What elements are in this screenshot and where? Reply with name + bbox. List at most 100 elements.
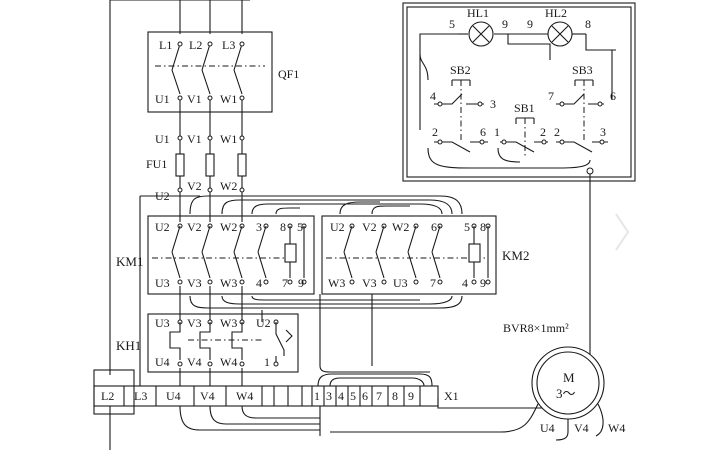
qf1-top-l2: L2 (189, 38, 202, 52)
kh1-bottom-u4: U4 (155, 355, 170, 369)
km1-bottom-7: 7 (282, 276, 288, 290)
contactor-cross-wiring (189, 195, 463, 309)
km2-bottom-7: 7 (430, 276, 436, 290)
km1-bottom-4: 4 (256, 276, 262, 290)
lamp-hl1-label: HL1 (467, 6, 489, 20)
km1-top-u2: U2 (155, 220, 170, 234)
terminal-5: 5 (350, 389, 356, 403)
km1-top-w2: W2 (220, 220, 237, 234)
breaker-qf1: L1 L2 L3 U1 V1 W1 QF1 (147, 31, 299, 113)
terminal-l3: L3 (134, 389, 147, 403)
sb3-node-6: 6 (610, 89, 616, 103)
motor-m: M 3～ U4 V4 W4 (330, 346, 625, 441)
kh1-bottom-w4: W4 (220, 355, 237, 369)
contactor-km1: U2 V2 W2 3 8 5 U3 V3 W3 4 7 9 KM1 (116, 215, 315, 295)
sb2-node-3: 3 (490, 97, 496, 111)
sb1-node-2: 2 (540, 125, 546, 139)
km1-top-v2: V2 (187, 220, 202, 234)
motor-name: M (563, 370, 575, 385)
lamp-node-9b: 9 (527, 17, 533, 31)
km2-bottom-v3: V3 (362, 276, 377, 290)
sb1-node-1: 1 (494, 125, 500, 139)
kh1-label: KH1 (116, 338, 141, 353)
kh1-top-u2: U2 (256, 316, 271, 330)
km2-top-6: 6 (431, 220, 437, 234)
km2-label: KM2 (502, 248, 529, 263)
km1-top-8: 8 (280, 220, 286, 234)
motor-lead-v4: V4 (574, 421, 589, 435)
sb3-label: SB3 (572, 63, 593, 77)
lamp-hl2-label: HL2 (545, 6, 567, 20)
km1-bottom-9: 9 (298, 276, 304, 290)
km2-top-v2: V2 (362, 220, 377, 234)
qf1-top-l3: L3 (222, 38, 235, 52)
kh1-bottom-1: 1 (264, 355, 270, 369)
qf1-top-l1: L1 (159, 38, 172, 52)
terminal-7: 7 (376, 389, 382, 403)
terminal-4: 4 (338, 389, 344, 403)
terminal-3: 3 (326, 389, 332, 403)
motor-lead-u4: U4 (540, 421, 555, 435)
km2-bottom-w3: W3 (328, 276, 345, 290)
qf1-label: QF1 (278, 67, 299, 81)
terminal-1: 1 (314, 389, 320, 403)
sb3-node-7: 7 (548, 89, 554, 103)
qf1-bottom-u1: U1 (155, 92, 170, 106)
sb3-node-3: 3 (600, 125, 606, 139)
terminal-9: 9 (408, 389, 414, 403)
fu1-top-u1: U1 (155, 132, 170, 146)
control-panel: HL1 HL2 5 9 9 8 SB2 4 3 2 6 SB1 1 2 (402, 2, 636, 182)
terminal-strip-x1: L2 L3 U4 V4 W4 1 3 4 5 6 7 8 9 X1 (93, 369, 459, 450)
km2-top-u2: U2 (330, 220, 345, 234)
motor-lead-w4: W4 (608, 421, 625, 435)
chevron-right-icon (615, 213, 630, 251)
terminal-l2: L2 (101, 389, 114, 403)
km2-bottom-u3: U3 (393, 276, 408, 290)
lamp-node-8: 8 (585, 17, 591, 31)
terminal-u4: U4 (166, 389, 181, 403)
sb3-node-2: 2 (554, 125, 560, 139)
km1-top-5: 5 (297, 220, 303, 234)
fu1-label: FU1 (146, 157, 167, 171)
fu1-bottom-v2: V2 (187, 179, 202, 193)
qf1-bottom-v1: V1 (187, 92, 202, 106)
km2-top-5: 5 (464, 220, 470, 234)
kh1-bottom-v4: V4 (187, 355, 202, 369)
km2-bottom-9: 9 (480, 276, 486, 290)
terminal-v4: V4 (200, 389, 215, 403)
sb2-node-4: 4 (430, 89, 436, 103)
sb2-node-6: 6 (480, 125, 486, 139)
fuse-fu1: U1 V1 W1 FU1 U2 V2 W2 (146, 132, 247, 203)
main-power-wires (109, 0, 263, 386)
sb2-node-2: 2 (432, 125, 438, 139)
lamp-node-9a: 9 (502, 17, 508, 31)
kh1-top-w3: W3 (220, 316, 237, 330)
kh1-top-v3: V3 (187, 316, 202, 330)
qf1-bottom-w1: W1 (220, 92, 237, 106)
cable-spec-label: BVR8×1mm² (503, 321, 569, 335)
km1-bottom-v3: V3 (187, 276, 202, 290)
km1-bottom-u3: U3 (155, 276, 170, 290)
fu1-top-w1: W1 (220, 132, 237, 146)
fu1-bottom-w2: W2 (220, 179, 237, 193)
contactor-km2: U2 V2 W2 6 5 8 W3 V3 U3 7 4 9 KM2 (321, 215, 529, 295)
motor-phase: 3～ (556, 386, 576, 401)
terminal-6: 6 (362, 389, 368, 403)
terminal-w4: W4 (236, 389, 253, 403)
terminal-8: 8 (392, 389, 398, 403)
kh1-top-u3: U3 (155, 316, 170, 330)
sb1-label: SB1 (514, 101, 535, 115)
terminal-strip-label: X1 (444, 389, 459, 403)
km2-top-8: 8 (480, 220, 486, 234)
km2-bottom-4: 4 (462, 276, 468, 290)
thermal-relay-kh1: U3 V3 W3 U2 U4 V4 W4 1 KH1 (116, 313, 299, 373)
fu1-top-v1: V1 (187, 132, 202, 146)
km1-label: KM1 (116, 254, 143, 269)
km1-top-3: 3 (256, 220, 262, 234)
km2-top-w2: W2 (392, 220, 409, 234)
fu1-bottom-u2: U2 (155, 189, 170, 203)
lamp-node-5: 5 (449, 17, 455, 31)
km1-bottom-w3: W3 (220, 276, 237, 290)
sb2-label: SB2 (450, 63, 471, 77)
